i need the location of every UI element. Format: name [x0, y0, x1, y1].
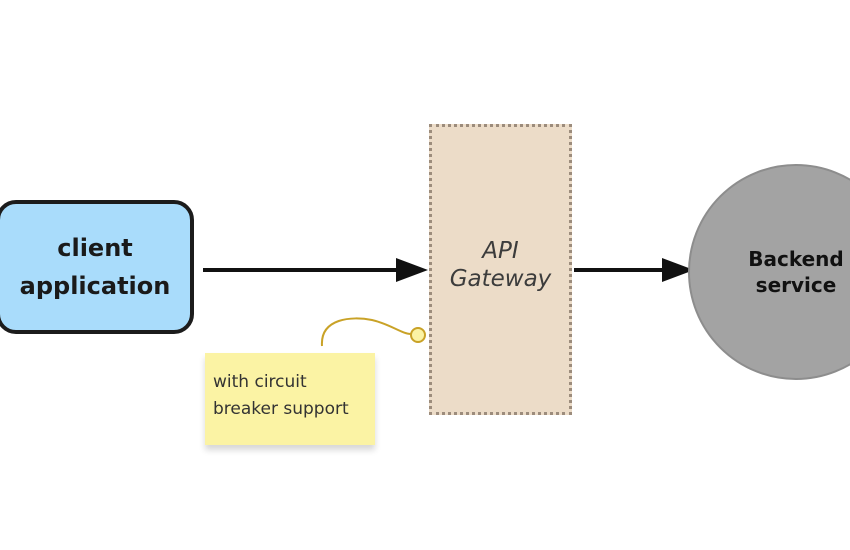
- gateway-label-line2: Gateway: [449, 265, 552, 292]
- client-label-line1: client: [57, 234, 133, 262]
- arrow-gateway-to-backend[interactable]: [574, 258, 694, 282]
- sticky-note[interactable]: with circuit breaker support: [205, 353, 375, 445]
- connector-endpoint-icon: [410, 327, 426, 343]
- backend-label-line2: service: [755, 273, 837, 297]
- backend-label-line1: Backend: [748, 247, 844, 271]
- backend-service-node[interactable]: [688, 164, 850, 380]
- note-line1: with circuit: [213, 372, 307, 392]
- note-connector[interactable]: [320, 317, 426, 347]
- backend-label: Backend service: [742, 246, 850, 298]
- gateway-label-line1: API: [482, 237, 519, 264]
- client-application-node[interactable]: client application: [0, 200, 194, 334]
- arrow-client-to-gateway[interactable]: [203, 258, 428, 282]
- api-gateway-node[interactable]: API Gateway: [429, 124, 572, 415]
- note-line2: breaker support: [213, 399, 349, 419]
- client-label-line2: application: [19, 272, 171, 300]
